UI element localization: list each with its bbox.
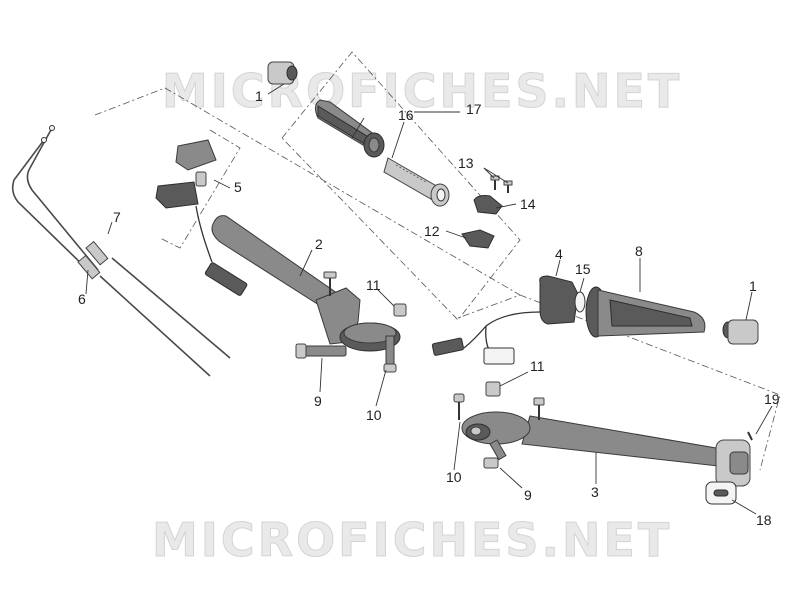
callout-14: 14 bbox=[520, 196, 536, 212]
nut-right-11 bbox=[485, 381, 501, 397]
callout-16: 16 bbox=[398, 107, 414, 123]
left-switch-group-outline bbox=[94, 87, 521, 319]
throttle-housing-upper bbox=[473, 195, 503, 215]
top-bolt-right bbox=[533, 397, 545, 420]
callout-6: 6 bbox=[78, 291, 86, 307]
clamp-bolt-left-9 bbox=[295, 343, 347, 359]
callout-2: 2 bbox=[315, 236, 323, 252]
callout-1-right: 1 bbox=[749, 278, 757, 294]
callout-numbers: 1 16 17 13 14 12 5 7 6 2 11 9 10 4 15 8 … bbox=[78, 88, 780, 528]
callout-9-left: 9 bbox=[314, 393, 322, 409]
left-switch-bracket bbox=[159, 129, 241, 249]
nut-left-11 bbox=[393, 303, 407, 317]
screw-13a bbox=[490, 175, 500, 190]
clamp-bolt-left-10 bbox=[383, 335, 397, 373]
callout-5: 5 bbox=[234, 179, 242, 195]
right-control-assembly bbox=[705, 439, 751, 505]
throttle-group-outline bbox=[281, 51, 521, 321]
right-switch bbox=[431, 275, 579, 365]
callout-13: 13 bbox=[458, 155, 474, 171]
throttle-housing-lower bbox=[461, 229, 495, 249]
throttle-cables bbox=[11, 125, 231, 377]
small-screw bbox=[747, 431, 753, 441]
throttle-sleeve bbox=[383, 157, 450, 207]
watermark-bottom: MICROFICHES.NET bbox=[152, 513, 672, 567]
left-grip bbox=[314, 99, 385, 158]
callout-18: 18 bbox=[756, 512, 772, 528]
callout-4: 4 bbox=[555, 246, 563, 262]
callout-7: 7 bbox=[113, 209, 121, 225]
clamp-bolt-right-9 bbox=[483, 439, 507, 469]
callout-3: 3 bbox=[591, 484, 599, 500]
callout-8: 8 bbox=[635, 243, 643, 259]
callout-19: 19 bbox=[764, 391, 780, 407]
callout-10-left: 10 bbox=[366, 407, 382, 423]
callout-17: 17 bbox=[466, 101, 482, 117]
bar-end-weight-top bbox=[267, 61, 298, 85]
callout-9-right: 9 bbox=[524, 487, 532, 503]
callout-12: 12 bbox=[424, 223, 440, 239]
watermark-top: MICROFICHES.NET bbox=[162, 64, 682, 118]
leader-lines bbox=[85, 83, 773, 515]
callout-15: 15 bbox=[575, 261, 591, 277]
clamp-bolt-right-10 bbox=[453, 393, 465, 420]
callout-1-top: 1 bbox=[255, 88, 263, 104]
callout-11-right: 11 bbox=[530, 358, 545, 374]
bar-end-weight-right bbox=[722, 319, 759, 345]
callout-10-right: 10 bbox=[446, 469, 462, 485]
right-grip bbox=[585, 286, 706, 338]
left-clip-on-handlebar bbox=[211, 215, 401, 352]
o-ring bbox=[574, 291, 586, 313]
top-bolt-left bbox=[323, 271, 337, 296]
left-switch bbox=[155, 139, 248, 296]
callout-11-left: 11 bbox=[366, 277, 381, 293]
